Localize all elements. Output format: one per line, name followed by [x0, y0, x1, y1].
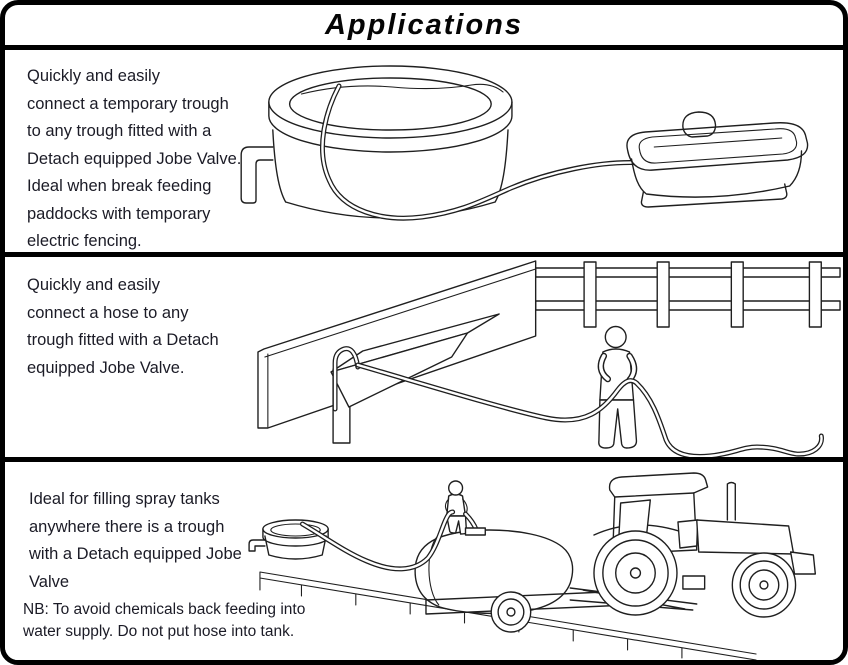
exhaust-pipe [726, 481, 736, 521]
tractor [593, 472, 817, 618]
inlet-pipe [248, 539, 266, 552]
panel-hose-connection: Quickly and easily connect a hose to any… [5, 257, 843, 462]
person-figure [597, 325, 638, 449]
title-bar: Applications [5, 5, 843, 50]
jobe-float-valve [682, 111, 717, 138]
page-title: Applications [324, 8, 523, 41]
panel-temporary-trough: Quickly and easily connect a temporary t… [5, 50, 843, 257]
panel-spray-tank: Ideal for filling spray tanks anywhere t… [5, 462, 843, 660]
spray-tank-trailer [414, 529, 629, 633]
person-figure [444, 480, 468, 535]
nb-warning-text: NB: To avoid chemicals back feeding into… [23, 601, 306, 640]
round-trough [240, 65, 513, 219]
spray-tank-illustration [248, 472, 817, 660]
hose-connection-illustration [257, 260, 841, 457]
round-trough-small [248, 519, 329, 560]
inlet-pipe [240, 146, 274, 204]
connecting-hose [320, 83, 646, 221]
post-and-rail-fence [534, 261, 841, 328]
panel-3-text: Ideal for filling spray tanks anywhere t… [29, 490, 242, 591]
panel-1-text: Quickly and easily connect a temporary t… [27, 67, 242, 250]
temporary-trough-illustration [240, 65, 809, 221]
hose [332, 346, 824, 457]
filling-hose [299, 509, 486, 572]
portable-trough [626, 111, 809, 208]
panel-2-text: Quickly and easily connect a hose to any… [27, 276, 219, 377]
tank-hatch [464, 527, 486, 536]
